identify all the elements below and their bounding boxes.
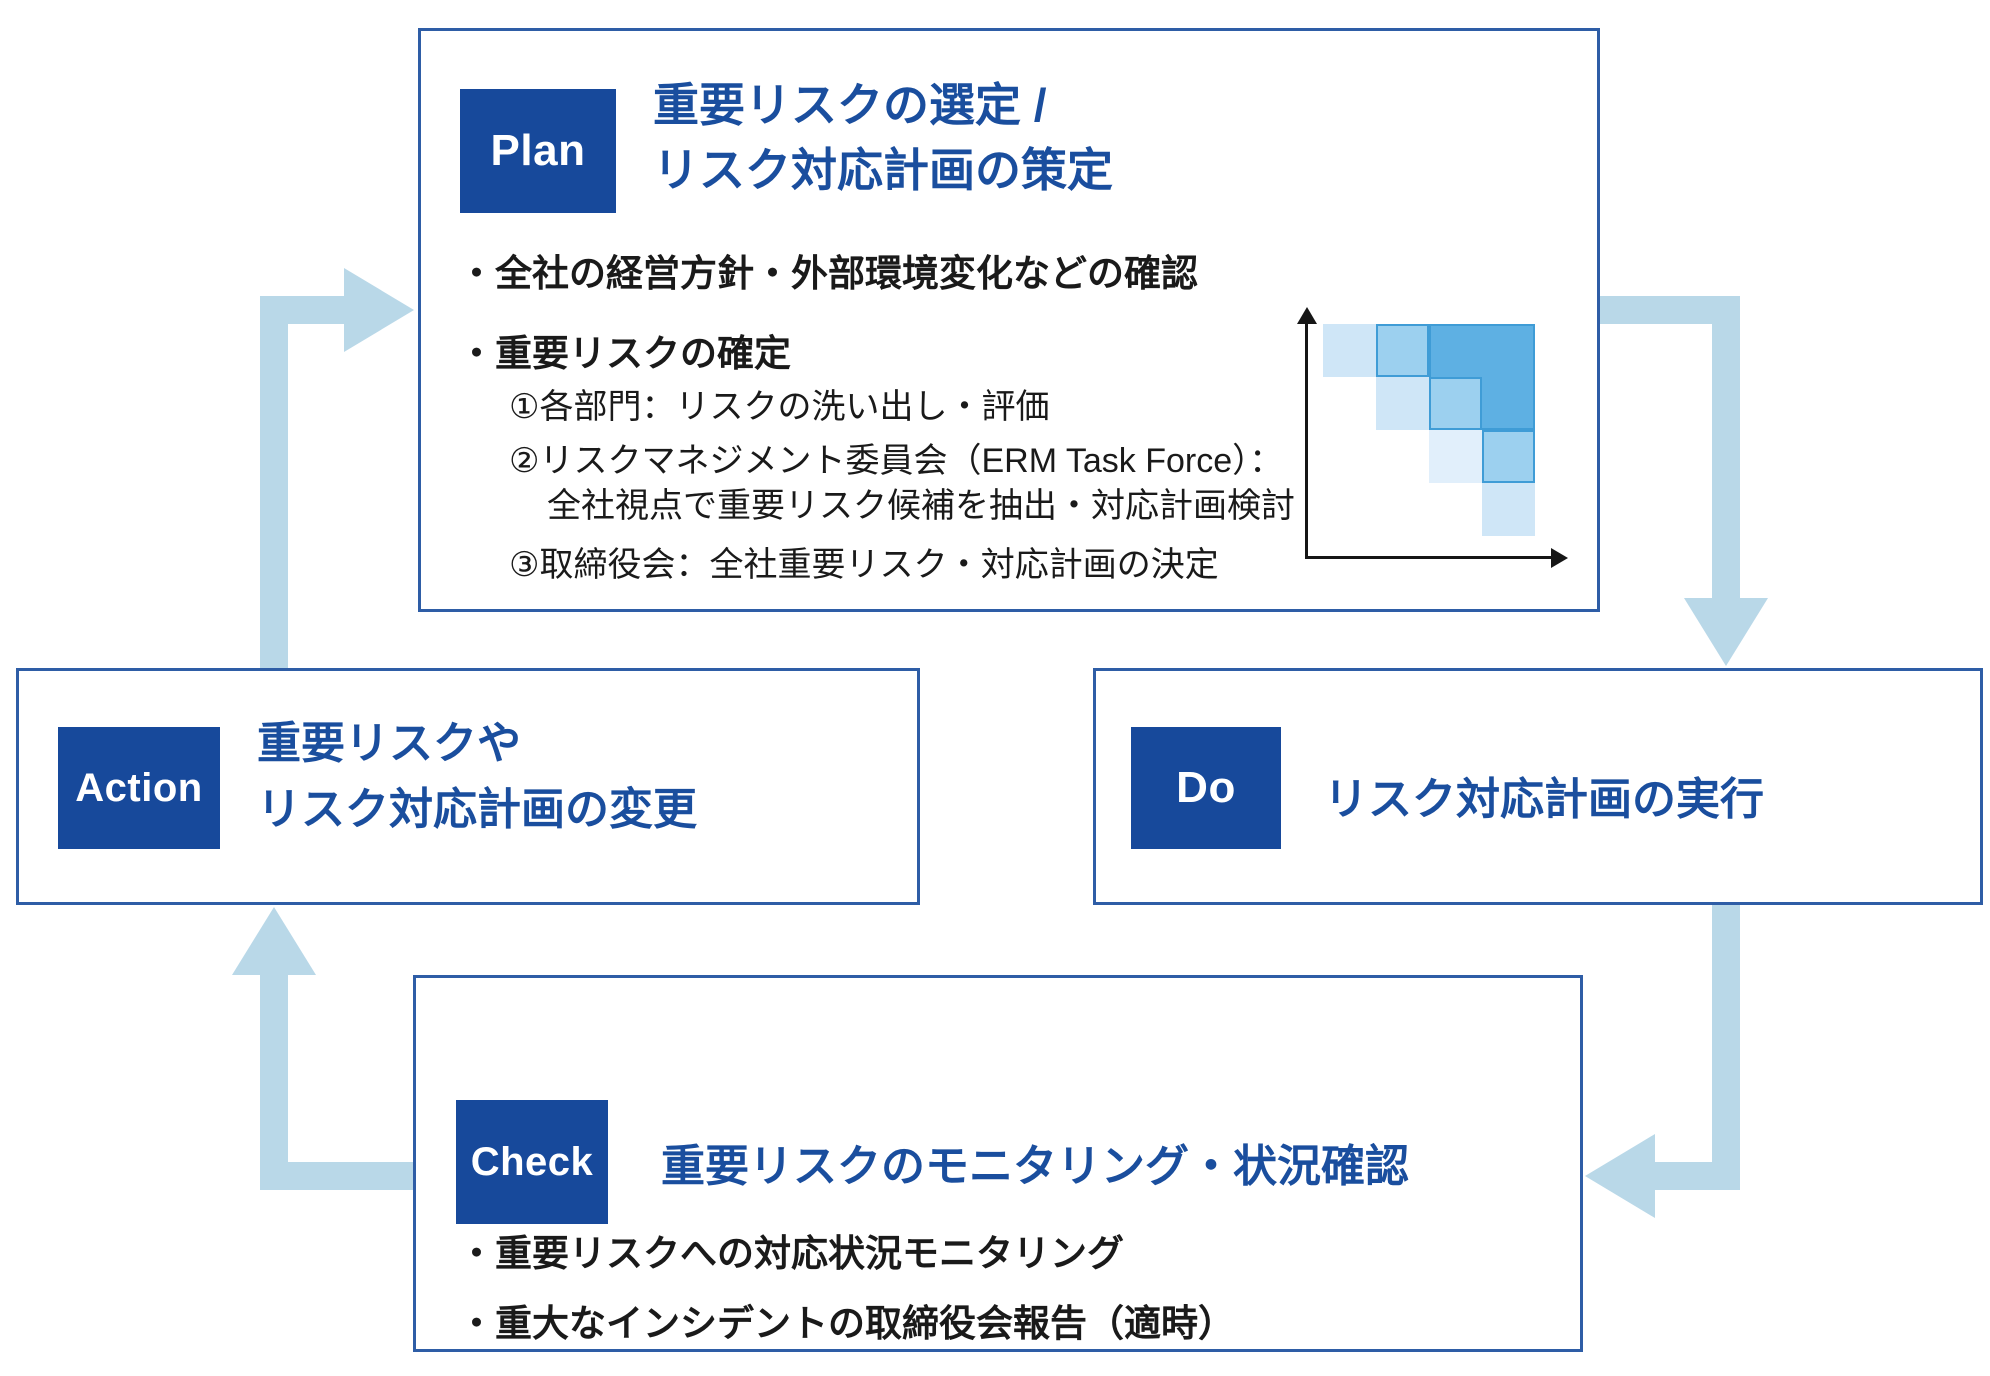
do-box: Do リスク対応計画の実行 [1093,668,1983,905]
plan-subitem-2-continuation: 全社視点で重要リスク候補を抽出・対応計画検討 [547,487,1295,525]
risk-matrix-cell-lighter [1429,430,1482,483]
risk-matrix-y-axis [1305,321,1308,559]
arrow-right-icon [344,268,414,352]
risk-matrix-x-axis [1305,556,1555,559]
plan-subitem-1-departments: ①各部門：リスクの洗い出し・評価 [509,388,1050,426]
action-badge: Action [58,727,220,849]
arrow-do-to-check-horizontal-bar [1655,1162,1740,1190]
do-badge-label: Do [1176,763,1236,812]
arrow-action-to-plan-vertical-bar [260,296,288,668]
risk-matrix-cell-light [1482,483,1535,536]
check-badge-label: Check [470,1139,594,1184]
action-title-line2: リスク対応計画の変更 [257,785,697,834]
action-box: Action 重要リスクや リスク対応計画の変更 [16,668,920,905]
check-box: Check 重要リスクのモニタリング・状況確認 ・重要リスクへの対応状況モニタリ… [413,975,1583,1352]
plan-subitem-3-board: ③取締役会：全社重要リスク・対応計画の決定 [509,546,1219,584]
plan-title-line2: リスク対応計画の策定 [653,144,1113,197]
arrow-down-icon [1684,598,1768,666]
plan-subitem-2-erm-committee: ②リスクマネジメント委員会（ERM Task Force）： [509,442,1284,480]
arrow-plan-to-do-vertical-bar [1712,296,1740,600]
check-title: 重要リスクのモニタリング・状況確認 [661,1142,1409,1191]
axis-arrow-up-icon [1297,307,1317,324]
plan-badge: Plan [460,89,616,213]
plan-title-line1: 重要リスクの選定 / [653,79,1047,131]
risk-matrix-cell-medium [1429,377,1482,430]
risk-matrix-cell-light [1376,377,1429,430]
action-title-line1: 重要リスクや [257,719,521,768]
risk-matrix-grid [1323,324,1535,536]
axis-arrow-right-icon [1551,548,1568,568]
risk-matrix [1293,307,1578,575]
arrow-check-to-action-horizontal-bar [288,1162,413,1190]
plan-box: Plan 重要リスクの選定 / リスク対応計画の策定 ・全社の経営方針・外部環境… [418,28,1600,612]
plan-bullet-risk-decision: ・重要リスクの確定 [458,333,791,374]
action-title: 重要リスクや リスク対応計画の変更 [257,711,697,843]
action-badge-label: Action [75,765,203,810]
plan-bullet-policy-check: ・全社の経営方針・外部環境変化などの確認 [458,253,1198,294]
plan-badge-label: Plan [490,126,586,175]
risk-matrix-cell-medium [1376,324,1429,377]
plan-title: 重要リスクの選定 / リスク対応計画の策定 [653,73,1113,204]
arrow-up-icon [232,907,316,975]
arrow-check-to-action-vertical-bar [260,975,288,1190]
check-badge: Check [456,1100,608,1224]
check-bullet-incident-report: ・重大なインシデントの取締役会報告（適時） [458,1303,1235,1344]
arrow-action-to-plan-horizontal-bar [260,296,346,324]
arrow-do-to-check-vertical-bar [1712,905,1740,1190]
arrow-left-icon [1585,1134,1655,1218]
check-bullet-monitoring: ・重要リスクへの対応状況モニタリング [458,1233,1124,1274]
do-badge: Do [1131,727,1281,849]
do-title: リスク対応計画の実行 [1324,775,1764,824]
risk-matrix-cell-medium [1482,430,1535,483]
risk-matrix-cell-light [1323,324,1376,377]
